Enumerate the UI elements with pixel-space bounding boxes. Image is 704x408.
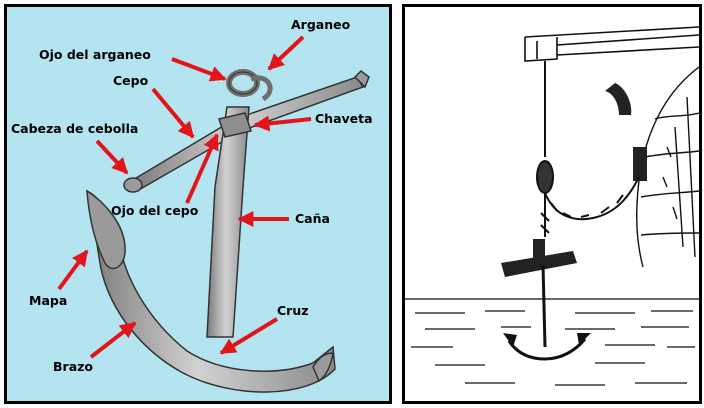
label-brazo: Brazo [53,359,93,374]
ship-sketch-svg [405,7,699,401]
label-cruz: Cruz [277,303,309,318]
labeled-anchor-diagram: Arganeo Ojo del arganeo Cepo Chaveta Cab… [4,4,392,404]
label-chaveta: Chaveta [315,111,373,126]
label-ojo-arganeo: Ojo del arganeo [39,47,151,62]
stock-end-knob [124,178,142,192]
label-cana: Caña [295,211,330,226]
anchor-diagram-svg: Arganeo Ojo del arganeo Cepo Chaveta Cab… [7,7,389,401]
label-arganeo: Arganeo [291,17,351,32]
ship-anchor-sketch [402,4,702,404]
label-cepo: Cepo [113,73,149,88]
label-ojo-cepo: Ojo del cepo [111,203,199,218]
label-cabeza-cebolla: Cabeza de cebolla [11,121,138,136]
label-mapa: Mapa [29,293,67,308]
